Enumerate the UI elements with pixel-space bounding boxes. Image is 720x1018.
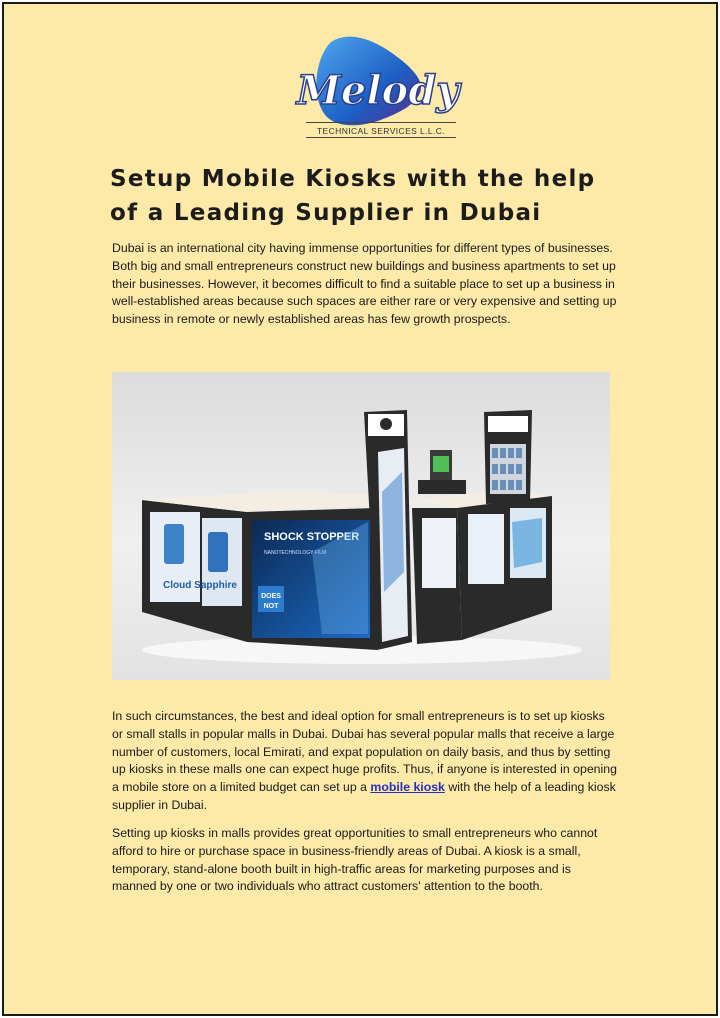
panel-badge-1: DOES [261,593,281,600]
paragraph-intro: Dubai is an international city having im… [112,241,617,327]
logo-tagline: TECHNICAL SERVICES L.L.C. [316,126,446,136]
logo-brand-text: Melody [295,67,463,114]
company-logo: Melody TECHNICAL SERVICES L.L.C. [286,24,476,142]
kiosk-photo: Cloud Sapphire SHOCK STOPPER NANOTECHNOL… [112,372,610,680]
panel-badge-2: NOT [264,603,280,610]
melody-logo-graphic: Melody [294,36,463,126]
panel-center-title: SHOCK STOPPER [264,531,359,543]
mobile-kiosk-link[interactable]: mobile kiosk [370,780,445,795]
panel-center-sub: NANOTECHNOLOGY FILM [264,550,326,556]
logo-rule-top [306,122,456,123]
paragraph-circumstances: In such circumstances, the best and idea… [112,708,618,815]
logo-rule-bottom [306,137,456,138]
mobile-kiosk-illustration: Cloud Sapphire SHOCK STOPPER NANOTECHNOL… [112,372,610,680]
panel-left-text: Cloud Sapphire [163,580,237,591]
paragraph-kiosk-definition: Setting up kiosks in malls provides grea… [112,826,598,894]
document-title: Setup Mobile Kiosks with the help of a L… [110,166,596,226]
paragraph2-text-after: with the help of a leading kiosk supplie… [112,780,616,812]
paragraph2-text-before: In such circumstances, the best and idea… [112,709,617,795]
